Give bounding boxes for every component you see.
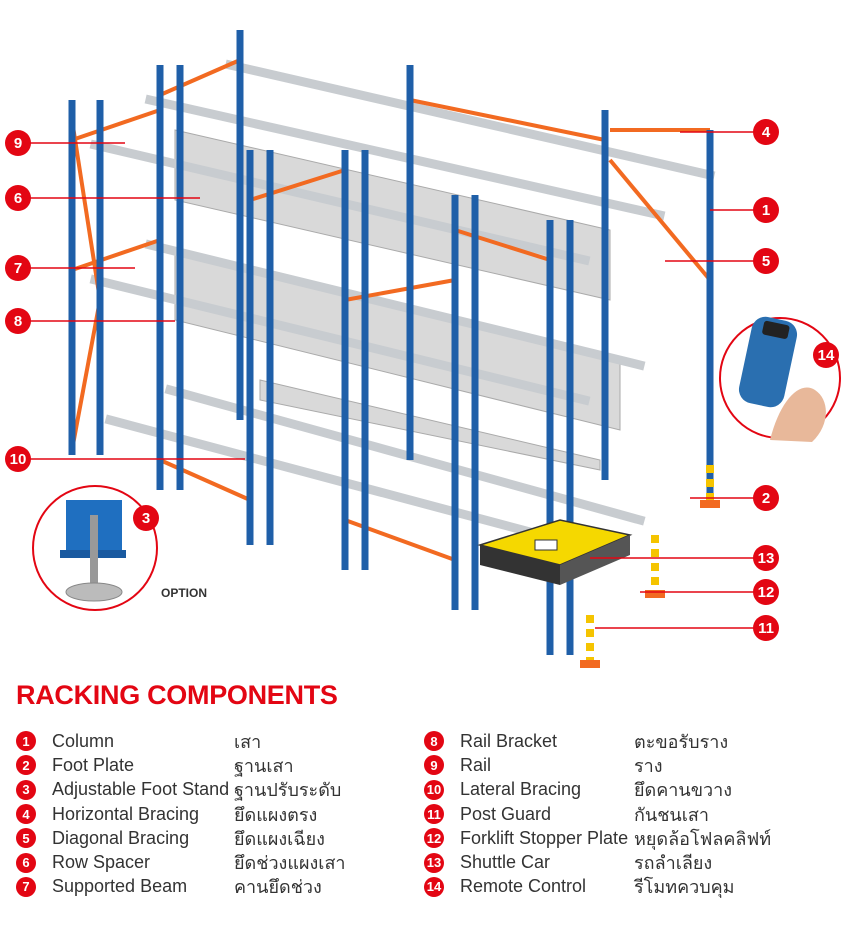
number-badge: 3	[16, 779, 36, 800]
legend-item: 2 Foot Plate ฐานเสา	[16, 753, 346, 777]
stopper-plate	[580, 660, 600, 668]
rail	[144, 239, 646, 371]
component-name-en: Row Spacer	[52, 852, 151, 873]
legend-item: 4 Horizontal Bracing ยึดแผงตรง	[16, 802, 346, 826]
legend-left: 1 Column เสา 2 Foot Plate ฐานเสา 3 Adjustable…	[16, 729, 346, 899]
callout-7: 7	[5, 255, 31, 281]
number-badge: 9	[424, 755, 444, 776]
component-name-en: Remote Control	[460, 876, 587, 897]
legend-item: 8 Rail Bracket ตะขอรับราง	[424, 729, 771, 753]
component-name-th: ยึดแผงเฉียง	[234, 828, 325, 849]
number-badge: 13	[424, 852, 444, 873]
bracing-bar	[608, 158, 712, 282]
callout-9: 9	[5, 130, 31, 156]
component-name-en: Rail	[460, 754, 492, 775]
number-badge: 5	[16, 828, 36, 849]
callout-13: 13	[753, 545, 779, 571]
component-name-en: Post Guard	[460, 803, 552, 824]
legend-right: 8 Rail Bracket ตะขอรับราง 9 Rail ราง 10 Later…	[424, 729, 771, 899]
component-name-en: Adjustable Foot Stand	[52, 779, 230, 800]
component-name-en: Diagonal Bracing	[52, 827, 190, 848]
component-name-th: ยึดช่วงแผงเสา	[234, 853, 346, 874]
bracing-bar	[71, 238, 161, 272]
legend-item: 7 Supported Beam คานยึดช่วง	[16, 875, 346, 899]
callout-lines	[18, 131, 766, 629]
bracing-bar	[70, 119, 102, 301]
component-name-en: Forklift Stopper Plate	[460, 827, 629, 848]
component-name-th: ฐานปรับระดับ	[234, 780, 342, 801]
legend-item: 14 Remote Control รีโมทควบคุม	[424, 875, 771, 899]
component-name-th: ยึดคานขวาง	[634, 780, 732, 801]
bracing-bar	[159, 458, 251, 502]
callout-8: 8	[5, 308, 31, 334]
callout-3: 3	[133, 505, 159, 531]
rail	[144, 94, 666, 221]
callout-5: 5	[753, 248, 779, 274]
page-title: RACKING COMPONENTS	[16, 680, 338, 710]
legend-item: 11 Post Guard กันชนเสา	[424, 802, 771, 826]
post-guards	[580, 465, 720, 668]
bracing-bar	[409, 98, 606, 142]
component-name-th: ตะขอรับราง	[634, 731, 729, 752]
number-badge: 14	[424, 876, 444, 897]
bracing-bar	[71, 108, 161, 142]
callout-1: 1	[753, 197, 779, 223]
number-badge: 6	[16, 852, 36, 873]
legend-item: 9 Rail ราง	[424, 753, 771, 777]
option-label: OPTION	[161, 586, 208, 600]
component-name-en: Shuttle Car	[460, 852, 551, 873]
stopper-plate	[700, 500, 720, 508]
component-name-th: เสา	[234, 731, 262, 752]
component-name-en: Rail Bracket	[460, 730, 558, 751]
remote-control-inset	[719, 316, 841, 442]
number-badge: 12	[424, 828, 444, 849]
number-badge: 10	[424, 779, 444, 800]
number-badge: 8	[424, 731, 444, 752]
callout-4: 4	[753, 119, 779, 145]
component-name-th: รถลำเลียง	[634, 853, 713, 874]
component-name-en: Lateral Bracing	[460, 779, 582, 800]
component-name-th: กันชนเสา	[634, 804, 709, 825]
component-name-th: ฐานเสา	[234, 755, 294, 776]
callout-10: 10	[5, 446, 31, 472]
number-badge: 11	[424, 804, 444, 825]
callout-2: 2	[753, 485, 779, 511]
stopper-plate	[645, 590, 665, 598]
component-name-th: รีโมทควบคุม	[634, 877, 735, 898]
bracing-bar	[454, 228, 551, 262]
shuttle-car	[477, 519, 633, 585]
bracing-bar	[159, 58, 241, 97]
racking-diagram	[18, 30, 841, 668]
number-badge: 1	[16, 731, 36, 752]
callout-6: 6	[5, 185, 31, 211]
callout-11: 11	[753, 615, 779, 641]
callout-12: 12	[753, 579, 779, 605]
component-name-en: Supported Beam	[52, 876, 188, 897]
number-badge: 2	[16, 755, 36, 776]
foot-stand-inset	[32, 485, 158, 611]
number-badge: 4	[16, 804, 36, 825]
component-name-th: หยุดล้อโฟลคลิฟท์	[634, 828, 772, 849]
callout-14: 14	[813, 342, 839, 368]
component-name-en: Horizontal Bracing	[52, 803, 200, 824]
bracing-bar	[249, 168, 346, 202]
legend-item: 10 Lateral Bracing ยึดคานขวาง	[424, 778, 771, 802]
legend-item: 5 Diagonal Bracing ยึดแผงเฉียง	[16, 826, 346, 850]
rail	[224, 59, 716, 181]
legend-item: 13 Shuttle Car รถลำเลียง	[424, 850, 771, 874]
legend-item: 1 Column เสา	[16, 729, 346, 753]
rail	[89, 139, 591, 266]
component-name-en: Column	[52, 730, 115, 751]
bracing-bar	[70, 299, 102, 451]
legend-item: 6 Row Spacer ยึดช่วงแผงเสา	[16, 850, 346, 874]
component-name-th: ราง	[634, 755, 663, 776]
component-name-en: Foot Plate	[52, 754, 135, 775]
rail	[104, 414, 566, 546]
number-badge: 7	[16, 876, 36, 897]
component-name-th: ยึดแผงตรง	[234, 804, 318, 825]
component-name-th: คานยึดช่วง	[234, 877, 322, 898]
